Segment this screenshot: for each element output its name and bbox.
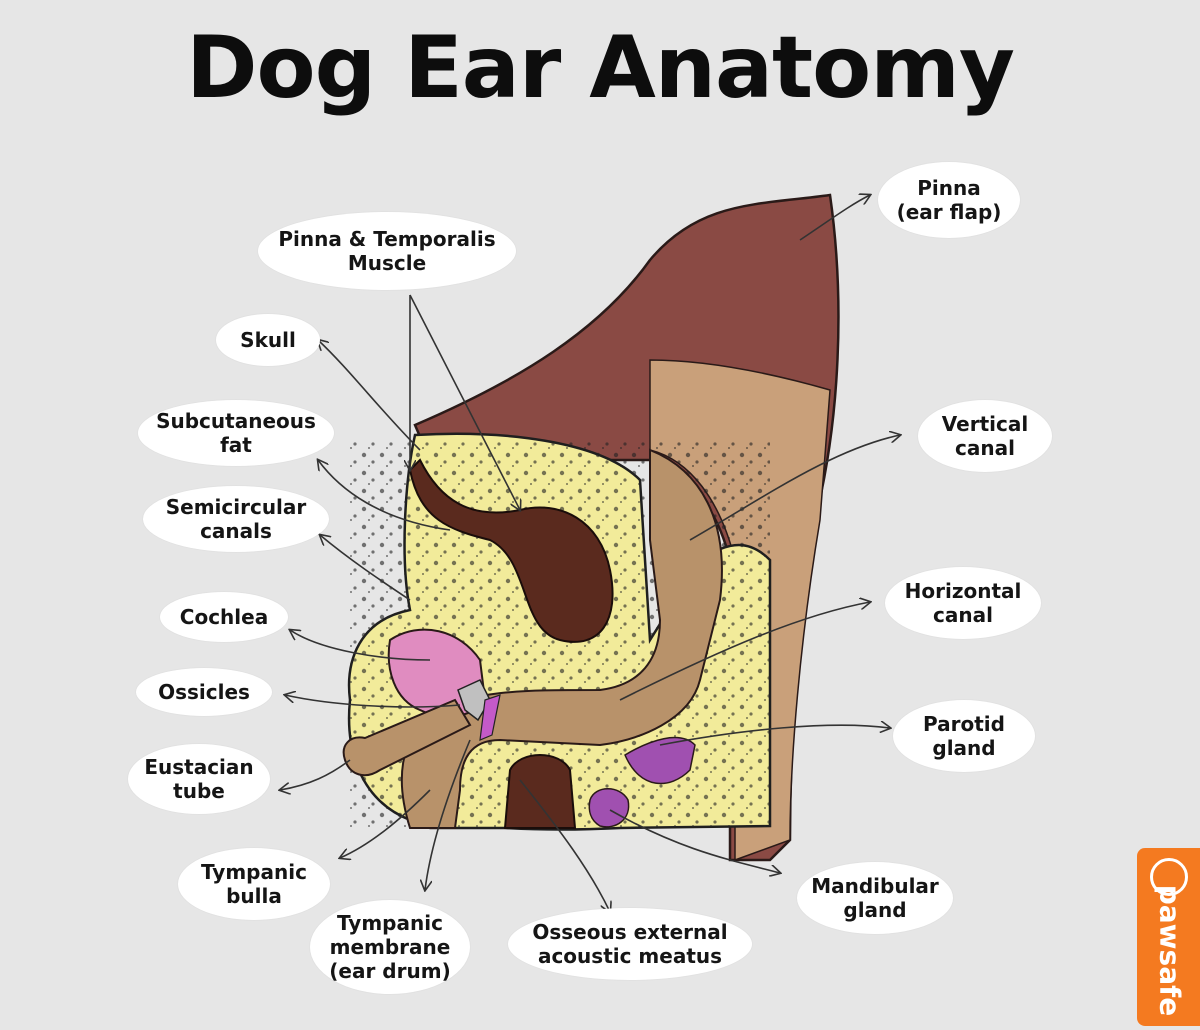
label-subcutaneous-fat: Subcutaneous fat (138, 400, 334, 466)
label-eustacian-tube: Eustacian tube (128, 744, 270, 814)
label-horizontal-canal: Horizontal canal (885, 567, 1041, 639)
label-osseous-meatus: Osseous external acoustic meatus (508, 908, 752, 980)
temporalis-muscle (408, 458, 614, 643)
eustacian-tube-shape (342, 698, 472, 777)
label-parotid-gland: Parotid gland (893, 700, 1035, 772)
page-title: Dog Ear Anatomy (186, 18, 1015, 118)
label-vertical-canal: Vertical canal (918, 400, 1052, 472)
label-tympanic-membrane: Tympanic membrane (ear drum) (310, 900, 470, 994)
mandibular-gland-shape (588, 788, 630, 828)
pawsafe-logo-icon (1150, 858, 1188, 896)
label-skull: Skull (216, 314, 320, 366)
label-ossicles: Ossicles (136, 668, 272, 716)
label-cochlea: Cochlea (160, 592, 288, 642)
label-mandibular-gland: Mandibular gland (797, 862, 953, 934)
label-pinna-temporalis: Pinna & Temporalis Muscle (258, 212, 516, 290)
label-pinna-ear-flap: Pinna (ear flap) (878, 162, 1020, 238)
label-tympanic-bulla: Tympanic bulla (178, 848, 330, 920)
label-semicircular-canals: Semicircular canals (143, 486, 329, 552)
parotid-gland-shape (624, 736, 696, 785)
brand-name: pawsafe (1153, 884, 1187, 1016)
